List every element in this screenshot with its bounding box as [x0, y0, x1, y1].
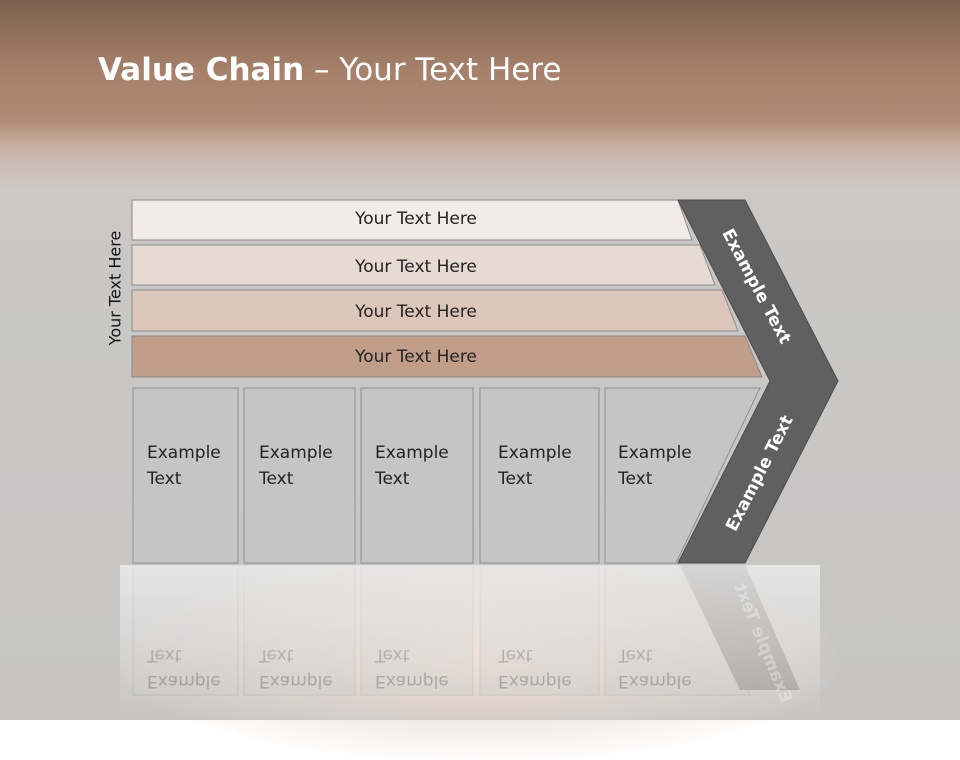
column-2-line1: Example	[259, 443, 333, 463]
column-5-line1: Example	[618, 443, 692, 463]
column-3[interactable]	[360, 387, 474, 564]
reflection-fade	[120, 565, 820, 720]
column-4-text: Example Text	[498, 440, 572, 492]
column-2-line2: Text	[259, 469, 294, 489]
column-1-text: Example Text	[147, 440, 221, 492]
bar-3[interactable]	[131, 289, 739, 332]
bar-4-label: Your Text Here	[354, 347, 477, 367]
column-3-line2: Text	[375, 469, 410, 489]
column-1-line2: Text	[147, 469, 182, 489]
title-bold: Value Chain	[98, 52, 305, 88]
bar-3-label: Your Text Here	[354, 302, 477, 322]
title-rest: – Your Text Here	[304, 52, 562, 88]
column-1-line1: Example	[147, 443, 221, 463]
column-5[interactable]	[604, 387, 761, 564]
bar-2[interactable]	[131, 244, 716, 286]
chevron-arrow[interactable]	[677, 199, 839, 564]
column-2-text: Example Text	[259, 440, 333, 492]
bar-2-label: Your Text Here	[354, 257, 477, 277]
slide-title[interactable]: Value Chain – Your Text Here	[98, 52, 561, 88]
column-2[interactable]	[243, 387, 356, 564]
column-3-line1: Example	[375, 443, 449, 463]
bar-1[interactable]	[131, 199, 693, 241]
column-1[interactable]	[132, 387, 239, 564]
column-4-line2: Text	[498, 469, 533, 489]
bar-1-label: Your Text Here	[354, 209, 477, 229]
column-4-line1: Example	[498, 443, 572, 463]
column-5-line2: Text	[618, 469, 653, 489]
bar-4[interactable]	[131, 335, 763, 378]
column-5-text: Example Text	[618, 440, 692, 492]
column-3-text: Example Text	[375, 440, 449, 492]
value-chain-diagram: Text Example Text Example Text Example T…	[120, 199, 839, 720]
column-4[interactable]	[479, 387, 600, 564]
